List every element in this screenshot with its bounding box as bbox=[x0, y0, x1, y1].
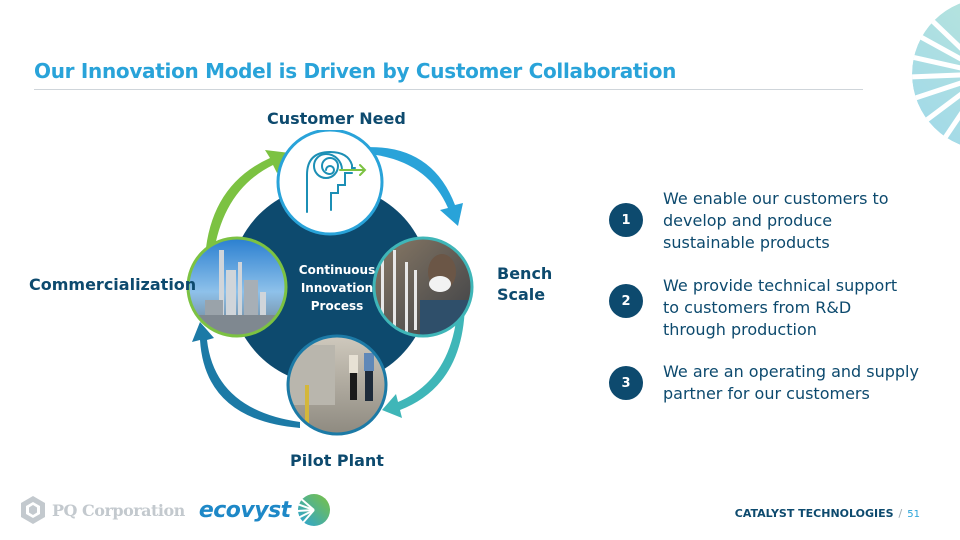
title-divider bbox=[34, 89, 863, 90]
division-name: CATALYST TECHNOLOGIES bbox=[734, 507, 894, 520]
footer-division: CATALYST TECHNOLOGIES / 51 bbox=[735, 507, 920, 520]
refinery-photo bbox=[186, 236, 288, 338]
pilot-plant-photo bbox=[286, 334, 388, 436]
footer-separator: / bbox=[898, 507, 903, 520]
customer-need-circle bbox=[276, 130, 384, 236]
center-disc bbox=[230, 185, 430, 385]
lab-scientist-photo bbox=[372, 236, 474, 338]
stage-label-pilot-plant: Pilot Plant bbox=[290, 451, 384, 470]
arrow-pilot-to-commercial bbox=[192, 322, 300, 428]
page-number: 51 bbox=[907, 509, 920, 520]
point-text: We provide technical support to customer… bbox=[663, 276, 898, 339]
pq-logo-text: PQ Corporation bbox=[52, 500, 185, 520]
stage-label-customer-need: Customer Need bbox=[267, 109, 406, 128]
arrow-need-to-bench bbox=[355, 147, 463, 226]
pq-logo-icon bbox=[21, 496, 45, 524]
point-text: We enable our customers to develop and p… bbox=[663, 189, 889, 252]
center-label: Continuous Innovation Process bbox=[298, 263, 376, 313]
corner-burst-decoration bbox=[912, 0, 960, 148]
innovation-cycle-diagram bbox=[186, 130, 474, 436]
ecovyst-logo-text: ecovyst bbox=[198, 497, 291, 523]
number-badge: 2 bbox=[609, 284, 643, 318]
slide-title: Our Innovation Model is Driven by Custom… bbox=[34, 59, 677, 83]
number-badge: 3 bbox=[609, 366, 643, 400]
number-badge: 1 bbox=[609, 203, 643, 237]
point-text: We are an operating and supply partner f… bbox=[663, 362, 919, 403]
arrow-bench-to-pilot bbox=[382, 300, 465, 418]
stage-label-bench-scale: Bench Scale bbox=[497, 264, 553, 304]
head-spiral-icon bbox=[306, 150, 367, 213]
stage-label-commercialization: Commercialization bbox=[29, 275, 197, 294]
ecovyst-burst-icon bbox=[296, 494, 330, 526]
footer-logos: PQ Corporation ecovyst bbox=[20, 492, 331, 528]
